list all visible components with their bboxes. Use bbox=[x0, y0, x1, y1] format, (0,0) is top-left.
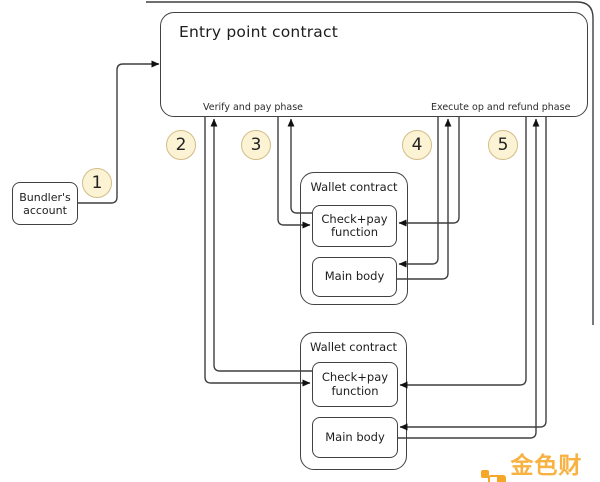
entry-point-contract-title: Entry point contract bbox=[179, 23, 338, 41]
execute-op-and-refund-phase-label: Execute op and refund phase bbox=[431, 102, 571, 113]
step-circle-1: 1 bbox=[82, 168, 112, 198]
main-body-label: Main body bbox=[324, 269, 385, 284]
logo-small-square bbox=[481, 469, 489, 478]
wallet-contract-title: Wallet contract bbox=[309, 340, 398, 354]
logo-big-square bbox=[488, 474, 506, 482]
entry-point-contract-box: Entry point contract Verify and pay phas… bbox=[160, 12, 588, 117]
step-number: 2 bbox=[175, 135, 187, 155]
checkpay-label-line2: function bbox=[331, 225, 378, 239]
checkpay-label-line1: Check+pay bbox=[321, 370, 389, 384]
checkpay-label-line1: Check+pay bbox=[321, 211, 388, 226]
step-circle-3: 3 bbox=[241, 130, 271, 160]
step-number: 1 bbox=[91, 173, 103, 193]
step-circle-4: 4 bbox=[402, 130, 432, 160]
step-circle-2: 2 bbox=[166, 130, 196, 160]
bundlers-account-label-line2: account bbox=[23, 203, 67, 217]
step-number: 3 bbox=[250, 135, 262, 155]
step-circle-5: 5 bbox=[488, 130, 518, 160]
verify-and-pay-phase-label: Verify and pay phase bbox=[203, 102, 304, 113]
checkpay-function-box-2: Check+pay function bbox=[312, 362, 398, 407]
wallet-contract-box-2: Wallet contract Check+pay function Main … bbox=[300, 332, 407, 470]
checkpay-label-line2: function bbox=[331, 383, 379, 398]
wallet-contract-box-1: Wallet contract Check+pay function Main … bbox=[300, 172, 408, 305]
main-body-label: Main body bbox=[325, 429, 385, 444]
logo-white-notch bbox=[490, 476, 497, 482]
step-number: 5 bbox=[497, 135, 509, 155]
jinse-finance-watermark: 金色财经 bbox=[481, 446, 600, 482]
main-body-box-2: Main body bbox=[312, 417, 398, 458]
main-body-box-1: Main body bbox=[312, 257, 397, 297]
step-number: 4 bbox=[411, 135, 423, 155]
arrow-entry-to-wallet2-mainbody bbox=[399, 117, 547, 431]
bundlers-account-box: Bundler's account bbox=[12, 182, 78, 225]
bundlers-account-label-line1: Bundler's bbox=[19, 190, 71, 204]
wallet-contract-title: Wallet contract bbox=[310, 180, 398, 194]
jinse-finance-logo-icon bbox=[481, 468, 506, 482]
arrow-wallet2-mainbody-to-entry bbox=[397, 118, 540, 439]
jinse-finance-watermark-text: 金色财经 bbox=[510, 453, 583, 479]
checkpay-function-box-1: Check+pay function bbox=[312, 205, 397, 247]
